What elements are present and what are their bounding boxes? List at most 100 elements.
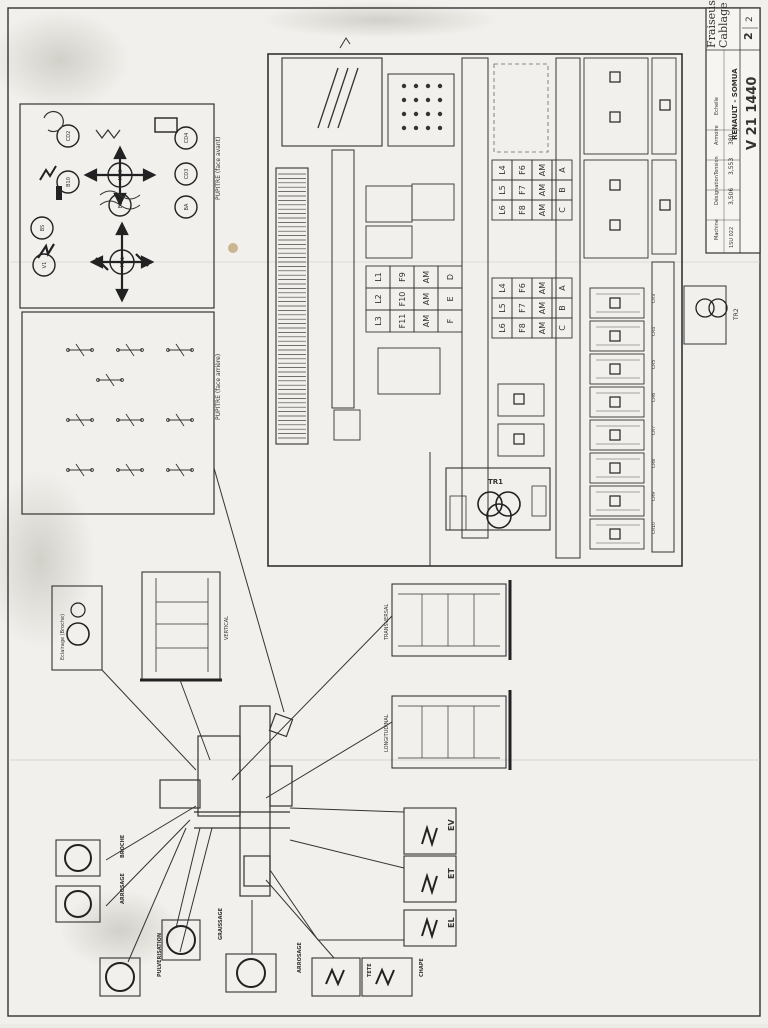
terminal-label: L2 [374, 294, 383, 304]
terminal-label: A [558, 167, 567, 173]
din-rail [555, 57, 581, 559]
contactor-label: CR8 [651, 459, 657, 468]
contactor-module [497, 383, 545, 417]
coil-label: TETE [367, 963, 373, 977]
button-label: CD2 [66, 131, 72, 142]
terminal-label: F8 [518, 323, 527, 333]
terminal-label: L6 [498, 205, 507, 215]
terminal-label: AM [538, 204, 547, 216]
button-v1 [32, 253, 56, 277]
terminal-label: AM [538, 164, 547, 176]
terminal-label: L5 [498, 303, 507, 313]
row-label-2: Désignation [713, 175, 720, 205]
motor-label: PULVERISATION [157, 933, 163, 977]
button-label: B2 [118, 202, 124, 209]
company-name: RENAULT - SOMUA [731, 68, 739, 140]
eclairage-box: Eclairage (Broche) [51, 585, 103, 671]
row-label-3: Tension [714, 156, 720, 176]
coil-box-label: ET [447, 868, 456, 879]
relay-module [387, 73, 455, 147]
contactor-label: CR4 [651, 327, 657, 336]
motor-label: GRAISSAGE [218, 907, 224, 940]
terminal-label: L4 [498, 283, 507, 293]
terminal-label: F11 [398, 314, 407, 329]
coil-box-et [403, 855, 457, 903]
contactor-module [589, 353, 645, 385]
terminal-label: F8 [518, 205, 527, 215]
terminal-label: F7 [518, 303, 527, 313]
transformer-2-label: TR2 [733, 308, 740, 321]
switch-symbol [154, 117, 178, 133]
motor-box [99, 957, 141, 997]
lightning-icon [37, 243, 55, 259]
terminal-label: C [558, 325, 567, 331]
relay-terminal [425, 125, 431, 131]
terminal-label: AM [538, 282, 547, 294]
terminal-label: AM [538, 184, 547, 196]
pupitre-front-panel: PUPITRE (face avant) V1BSB10MALB2MSCBACD… [19, 103, 222, 309]
coil-box-label: EV [447, 819, 456, 831]
relay-terminal [425, 97, 431, 103]
button-label: CD4 [184, 133, 190, 144]
relay-terminal [401, 83, 407, 89]
terminal-label: C [558, 207, 567, 213]
transformer-label: TR1 [488, 478, 503, 486]
terminal-label: L3 [374, 316, 383, 326]
contactor-module [589, 485, 645, 517]
terminal-cell [551, 199, 573, 221]
selector-icon [56, 186, 62, 200]
motor-label: BROCHE [120, 834, 126, 858]
longitudinal-limit-box: LONGITUDINAL [384, 690, 512, 770]
pupitre-back-label: PUPITRE (face arrière) [215, 354, 222, 420]
paper-stain [0, 470, 95, 650]
din-rail [461, 57, 489, 539]
contactor-module [589, 386, 645, 418]
terminal-label: F10 [398, 292, 407, 307]
contactor-module [589, 419, 645, 451]
transformer-box [445, 467, 551, 531]
button-label: B10 [66, 177, 72, 187]
coolant-symbol [95, 129, 121, 139]
transformer-2: TR2 [683, 285, 740, 345]
din-rail [651, 261, 675, 553]
relay-terminal [401, 97, 407, 103]
contactor-label: CR7 [651, 426, 657, 435]
relay-terminal [413, 83, 419, 89]
motor-box [225, 953, 277, 993]
relay-terminal [401, 125, 407, 131]
terminal-label: E [446, 296, 455, 301]
pupitre-back-panel: PUPITRE (face arrière) [21, 311, 222, 515]
motor-label: ARROSAGE [120, 873, 126, 904]
relay-terminal [413, 97, 419, 103]
relay-terminal [425, 111, 431, 117]
terminal-label: F [446, 318, 455, 323]
contactor-module [589, 287, 645, 319]
lightning-icon [39, 165, 57, 181]
terminal-label: F6 [518, 283, 527, 293]
contactor-label: CR3 [651, 294, 657, 303]
coil-box-label: EL [447, 917, 456, 928]
relay-block [365, 225, 413, 259]
button-label: V1 [42, 262, 48, 269]
terminal-label: AM [422, 315, 431, 327]
terminal-label: B [558, 305, 567, 311]
button-ba [174, 195, 198, 219]
terminal-label: L1 [374, 272, 383, 282]
relay-terminal [413, 125, 419, 131]
contactor-module [589, 320, 645, 352]
terminal-label: F6 [518, 165, 527, 175]
eclairage-label: Eclairage (Broche) [60, 614, 66, 660]
direction-arrows [83, 145, 157, 303]
paper-spot [228, 243, 238, 253]
relay-terminal [401, 111, 407, 117]
motor-box [55, 885, 101, 923]
rotation-icon [43, 110, 64, 133]
terminal-label: L5 [498, 185, 507, 195]
value-3: 380 [728, 133, 735, 145]
terminal-label: AM [538, 322, 547, 334]
relay-block [365, 185, 413, 223]
relay-terminal [437, 97, 443, 103]
contactor-module [589, 518, 645, 550]
terminal-label: D [446, 274, 455, 280]
contactor-block [583, 159, 649, 259]
